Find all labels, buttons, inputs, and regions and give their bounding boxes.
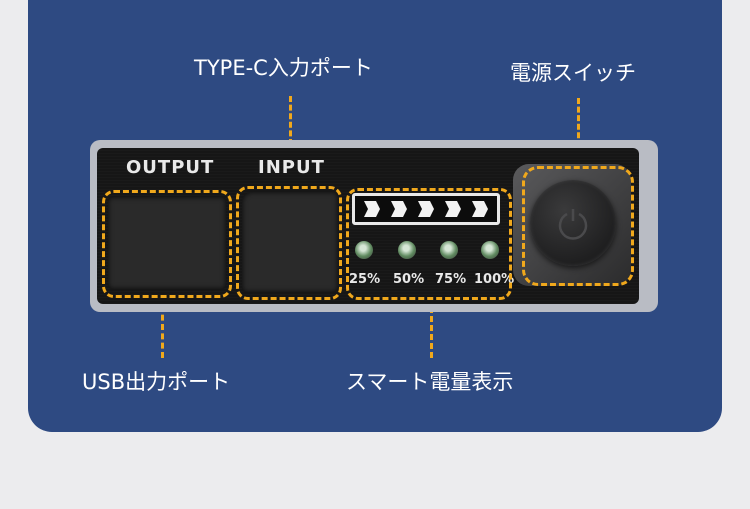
led-50-icon (398, 241, 416, 259)
battery-bar-icon (444, 201, 461, 217)
input-text: INPUT (258, 157, 325, 178)
battery-bar-icon (364, 201, 381, 217)
led-100-icon (481, 241, 499, 259)
usb-output-port (108, 197, 226, 289)
led-label-75: 75% (435, 272, 467, 287)
led-75-icon (440, 241, 458, 259)
power-switch-label: 電源スイッチ (510, 61, 636, 85)
typec-input-highlight (236, 186, 342, 300)
usb-output-label: USB出力ポート (82, 370, 231, 394)
led-label-100: 100% (474, 272, 515, 287)
led-label-50: 50% (393, 272, 425, 287)
switch-callout-line (577, 98, 580, 164)
smart-display-highlight (346, 188, 512, 300)
power-switch-highlight (522, 166, 634, 286)
power-icon (558, 209, 588, 240)
usb-output-highlight (102, 190, 232, 298)
battery-bar-icon (391, 201, 408, 217)
output-text: OUTPUT (126, 157, 215, 178)
smart-display-label: スマート電量表示 (346, 370, 514, 394)
led-25-icon (355, 241, 373, 259)
typec-input-port (242, 192, 338, 292)
display-callout-line (430, 298, 433, 358)
typec-input-label: TYPE-C入力ポート (194, 56, 373, 80)
power-switch-button[interactable] (530, 180, 616, 266)
usb-callout-line (161, 296, 164, 358)
battery-bar-icon (471, 201, 488, 217)
led-label-25: 25% (349, 272, 381, 287)
battery-bar-icon (417, 201, 434, 217)
battery-indicator (352, 193, 500, 225)
